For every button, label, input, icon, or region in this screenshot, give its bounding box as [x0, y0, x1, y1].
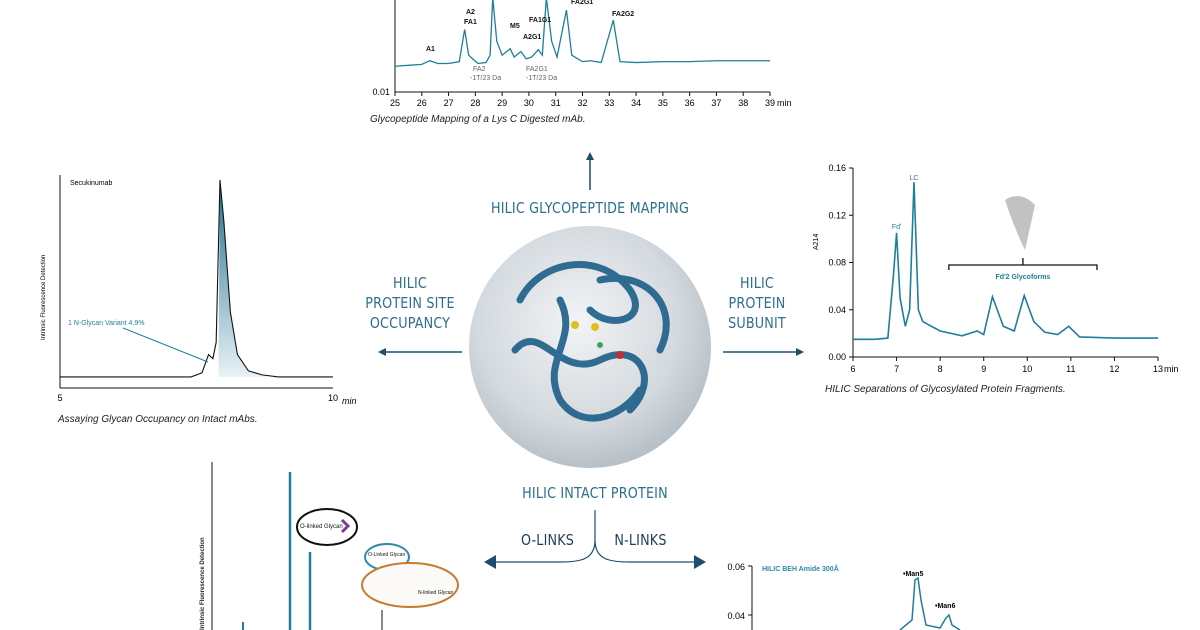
- x-tick-label: 8: [938, 364, 943, 374]
- n-linked-chart: 0.06 0.04 HILIC BEH Amide 300Å •Man5 •Ma…: [727, 562, 961, 630]
- label-line: PROTEIN: [728, 294, 786, 312]
- x-tick-label: 5: [57, 393, 62, 403]
- o-linked-glycan-callout: [296, 508, 358, 546]
- y-axis-label: A214: [813, 234, 820, 250]
- y-axis-label: Intrinsic Fluorescence Detection: [41, 255, 47, 340]
- peak-label: FA2G1: [526, 66, 548, 73]
- x-tick-label: 11: [1066, 364, 1075, 374]
- glycan-icon: [340, 518, 351, 534]
- label-protein-site-occupancy: HILIC PROTEIN SITE OCCUPANCY: [351, 273, 470, 333]
- caption-glycopeptide: Glycopeptide Mapping of a Lys C Digested…: [370, 114, 586, 125]
- label-glycopeptide-mapping: HILIC GLYCOPEPTIDE MAPPING: [490, 199, 690, 217]
- x-tick-label: 7: [894, 364, 899, 374]
- caption-occupancy: Assaying Glycan Occupancy on Intact mAbs…: [58, 414, 258, 425]
- label-intact-protein: HILIC INTACT PROTEIN: [522, 484, 668, 502]
- n-linked-site-callout: [361, 562, 459, 608]
- y-tick-label: 0.01: [372, 87, 390, 97]
- series-line: [899, 576, 961, 630]
- x-tick-label: 9: [981, 364, 986, 374]
- y-tick-label: 0.12: [828, 210, 846, 220]
- x-tick-label: 30: [524, 98, 534, 108]
- legend-label: HILIC BEH Amide 300Å: [762, 564, 839, 573]
- series-line: [60, 179, 333, 378]
- peak-label: Fd': [892, 224, 902, 231]
- label-line: SUBUNIT: [728, 314, 786, 332]
- x-tick-label: 6: [850, 364, 855, 374]
- arrowhead-right: [694, 555, 706, 569]
- y-tick-label: 0.04: [828, 305, 846, 315]
- callout-label: O-Linked Glycan: [368, 552, 405, 558]
- x-tick-label: 31: [551, 98, 561, 108]
- x-tick-label: 32: [577, 98, 587, 108]
- label-line: PROTEIN SITE: [365, 294, 455, 312]
- series-line: [853, 182, 1158, 341]
- x-tick-label: 36: [685, 98, 695, 108]
- x-tick-label: 38: [738, 98, 748, 108]
- caption-subunit: HILIC Separations of Glycosylated Protei…: [825, 384, 1066, 395]
- peak-label: FA1: [464, 19, 477, 26]
- x-tick-label: 25: [390, 98, 400, 108]
- callout-label: N-linked Glycan: [418, 590, 454, 596]
- o-linked-chart: Intrinsic Fluorescence Detection O-linke…: [200, 462, 459, 630]
- peak-label: FA1G1: [529, 17, 551, 24]
- chart-title: Secukinumab: [70, 180, 113, 187]
- x-tick-label: 37: [711, 98, 721, 108]
- x-axis-label: min: [342, 396, 357, 406]
- peak-label: FA2G2: [612, 11, 634, 18]
- label-line: OCCUPANCY: [369, 314, 451, 332]
- annotation-leader: [122, 327, 209, 363]
- label-o-links: O-LINKS: [520, 531, 575, 549]
- bracket: [948, 258, 1098, 270]
- x-tick-label: 13: [1153, 364, 1163, 374]
- peak-area: [218, 180, 268, 377]
- peak-label: FA2: [473, 66, 486, 73]
- x-tick-label: 34: [631, 98, 641, 108]
- y-tick-label: 0.06: [727, 562, 745, 572]
- peak-label: LC: [910, 175, 919, 182]
- protein-structure-icon: [469, 226, 711, 468]
- x-tick-label: 29: [497, 98, 507, 108]
- x-tick-label: 26: [417, 98, 427, 108]
- y-tick-label: 0.16: [828, 163, 846, 173]
- y-tick-label: 0.08: [828, 258, 846, 268]
- y-tick-label: 0.04: [727, 611, 745, 621]
- peak-label: A1: [426, 46, 435, 53]
- label-protein-subunit: HILIC PROTEIN SUBUNIT: [715, 273, 800, 333]
- callout-label: O-linked Glycan: [300, 524, 343, 530]
- x-axis-label: min: [777, 98, 792, 108]
- peak-label: -1T/23 Da: [470, 75, 501, 82]
- peak-label: FA2G1: [571, 0, 593, 6]
- fragment-structure-icon: [1005, 196, 1035, 250]
- label-line: HILIC: [393, 274, 427, 292]
- x-tick-label: 35: [658, 98, 668, 108]
- x-tick-label: 10: [328, 393, 338, 403]
- peak-label: A2: [466, 9, 475, 16]
- peak-label-man6: •Man6: [935, 603, 955, 610]
- x-tick-label: 27: [444, 98, 454, 108]
- x-axis-label: min: [1164, 364, 1179, 374]
- label-line: HILIC: [740, 274, 774, 292]
- x-tick-label: 10: [1022, 364, 1032, 374]
- x-tick-label: 39: [765, 98, 775, 108]
- peak-label: -1T/23 Da: [526, 75, 557, 82]
- peak-label-man5: •Man5: [903, 571, 923, 578]
- y-axis-label: Intrinsic Fluorescence Detection: [200, 537, 206, 630]
- annotation-label: 1 N-Glycan Variant 4.9%: [68, 320, 145, 327]
- y-tick-label: 0.00: [828, 352, 846, 362]
- x-tick-label: 12: [1109, 364, 1119, 374]
- x-tick-label: 28: [470, 98, 480, 108]
- split-arrow: [492, 510, 698, 563]
- peak-label: A2G1: [523, 34, 541, 41]
- bracket-label: Fd'2 Glycoforms: [995, 274, 1050, 281]
- label-n-links: N-LINKS: [614, 531, 667, 549]
- x-tick-label: 33: [604, 98, 614, 108]
- peak-label: M5: [510, 23, 520, 30]
- series-line: [394, 0, 770, 67]
- arrowhead-left: [484, 555, 496, 569]
